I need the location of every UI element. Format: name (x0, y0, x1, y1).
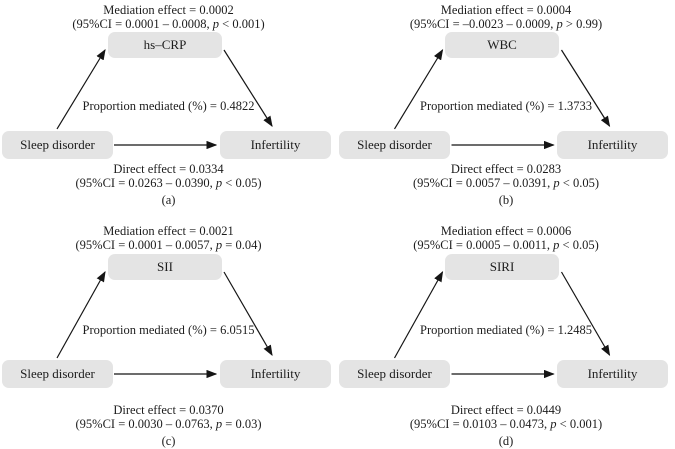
ci-before: (95%CI = 0.0030 – 0.0763, (75, 417, 216, 431)
ci-after: < 0.05) (559, 176, 599, 190)
exposure-box: Sleep disorder (2, 131, 113, 159)
panel-d: Mediation effect = 0.0006 (95%CI = 0.000… (337, 210, 675, 448)
arrow-exposure-to-mediator-icon (393, 270, 444, 359)
arrow-exposure-to-mediator-icon (393, 48, 444, 130)
ci-after: > 0.99) (562, 17, 603, 31)
ci-after: < 0.05) (222, 176, 262, 190)
ci-before: (95%CI = 0.0005 – 0.0011, (413, 238, 554, 252)
p-symbol: p (215, 417, 223, 431)
direct-effect-text: Direct effect = 0.0283 (450, 162, 562, 176)
arrow-mediator-to-outcome-icon (223, 271, 273, 357)
outcome-box: Infertility (220, 131, 331, 159)
mediation-effect-text: Mediation effect = 0.0002 (103, 3, 234, 17)
direct-ci-text: (95%CI = 0.0057 – 0.0391, p < 0.05) (337, 176, 675, 190)
direct-effect-text: Direct effect = 0.0449 (450, 403, 562, 417)
ci-before: (95%CI = 0.0103 – 0.0473, (409, 417, 551, 431)
p-symbol: p (212, 17, 220, 31)
direct-ci-text: (95%CI = 0.0263 – 0.0390, p < 0.05) (0, 176, 337, 190)
panel-b-content: Mediation effect = 0.0004 (95%CI = –0.00… (337, 0, 675, 210)
mediation-effect-text: Mediation effect = 0.0021 (103, 224, 234, 238)
ci-before: (95%CI = 0.0057 – 0.0391, (413, 176, 554, 190)
outcome-box: Infertility (220, 360, 331, 388)
exposure-box: Sleep disorder (339, 360, 450, 388)
direct-effect-block: Direct effect = 0.0334 (95%CI = 0.0263 –… (0, 162, 337, 190)
proportion-mediated-text: Proportion mediated (%) = 1.2485 (420, 323, 592, 337)
mediation-effect-block: Mediation effect = 0.0004 (95%CI = –0.00… (337, 3, 675, 31)
mediator-box: SII (108, 254, 222, 280)
exposure-box: Sleep disorder (339, 131, 450, 159)
panel-c: Mediation effect = 0.0021 (95%CI = 0.000… (0, 210, 337, 448)
p-symbol: p (556, 17, 563, 31)
panel-a: Mediation effect = 0.0002 (95%CI = 0.000… (0, 0, 337, 210)
panel-label: (c) (161, 434, 176, 448)
p-symbol: p (553, 238, 560, 252)
mediation-ci-text: (95%CI = 0.0005 – 0.0011, p < 0.05) (337, 238, 675, 252)
mediation-ci-text: (95%CI = 0.0001 – 0.0008, p < 0.001) (0, 17, 337, 31)
ci-before: (95%CI = –0.0023 – 0.0009, (409, 17, 557, 31)
p-symbol: p (215, 238, 223, 252)
direct-effect-block: Direct effect = 0.0283 (95%CI = 0.0057 –… (337, 162, 675, 190)
ci-before: (95%CI = 0.0263 – 0.0390, (75, 176, 216, 190)
panel-label: (a) (161, 193, 176, 207)
panel-d-content: Mediation effect = 0.0006 (95%CI = 0.000… (337, 210, 675, 448)
panel-b: Mediation effect = 0.0004 (95%CI = –0.00… (337, 0, 675, 210)
direct-ci-text: (95%CI = 0.0103 – 0.0473, p < 0.001) (337, 417, 675, 431)
mediation-effect-text: Mediation effect = 0.0006 (440, 224, 572, 238)
ci-after: = 0.04) (222, 238, 262, 252)
proportion-mediated-text: Proportion mediated (%) = 0.4822 (82, 99, 255, 113)
panel-a-content: Mediation effect = 0.0002 (95%CI = 0.000… (0, 0, 337, 210)
arrow-exposure-to-mediator-icon (56, 270, 106, 359)
proportion-mediated-text: Proportion mediated (%) = 1.3733 (420, 99, 592, 113)
mediation-ci-text: (95%CI = 0.0001 – 0.0057, p = 0.04) (0, 238, 337, 252)
ci-after: < 0.001) (556, 417, 603, 431)
arrow-mediator-to-outcome-icon (560, 49, 611, 128)
mediator-box: WBC (445, 32, 559, 58)
proportion-mediated-text: Proportion mediated (%) = 6.0515 (82, 323, 255, 337)
ci-after: = 0.03) (222, 417, 262, 431)
ci-before: (95%CI = 0.0001 – 0.0057, (75, 238, 216, 252)
panel-label: (b) (498, 193, 514, 207)
mediation-ci-text: (95%CI = –0.0023 – 0.0009, p > 0.99) (337, 17, 675, 31)
mediation-effect-block: Mediation effect = 0.0006 (95%CI = 0.000… (337, 224, 675, 252)
direct-effect-block: Direct effect = 0.0370 (95%CI = 0.0030 –… (0, 403, 337, 431)
mediator-box: hs–CRP (108, 32, 222, 58)
p-symbol: p (215, 176, 223, 190)
direct-effect-block: Direct effect = 0.0449 (95%CI = 0.0103 –… (337, 403, 675, 431)
direct-effect-text: Direct effect = 0.0334 (113, 162, 224, 176)
mediation-effect-text: Mediation effect = 0.0004 (440, 3, 572, 17)
arrow-mediator-to-outcome-icon (560, 271, 611, 357)
mediation-effect-block: Mediation effect = 0.0002 (95%CI = 0.000… (0, 3, 337, 31)
exposure-box: Sleep disorder (2, 360, 113, 388)
panel-c-content: Mediation effect = 0.0021 (95%CI = 0.000… (0, 210, 337, 448)
arrow-exposure-to-mediator-icon (56, 48, 106, 130)
p-symbol: p (550, 417, 557, 431)
outcome-box: Infertility (557, 131, 668, 159)
arrow-mediator-to-outcome-icon (223, 49, 273, 128)
outcome-box: Infertility (557, 360, 668, 388)
ci-after: < 0.001) (219, 17, 265, 31)
direct-effect-text: Direct effect = 0.0370 (113, 403, 224, 417)
ci-after: < 0.05) (559, 238, 599, 252)
ci-before: (95%CI = 0.0001 – 0.0008, (72, 17, 213, 31)
mediator-box: SIRI (445, 254, 559, 280)
direct-ci-text: (95%CI = 0.0030 – 0.0763, p = 0.03) (0, 417, 337, 431)
mediation-effect-block: Mediation effect = 0.0021 (95%CI = 0.000… (0, 224, 337, 252)
panel-label: (d) (498, 434, 514, 448)
p-symbol: p (553, 176, 560, 190)
